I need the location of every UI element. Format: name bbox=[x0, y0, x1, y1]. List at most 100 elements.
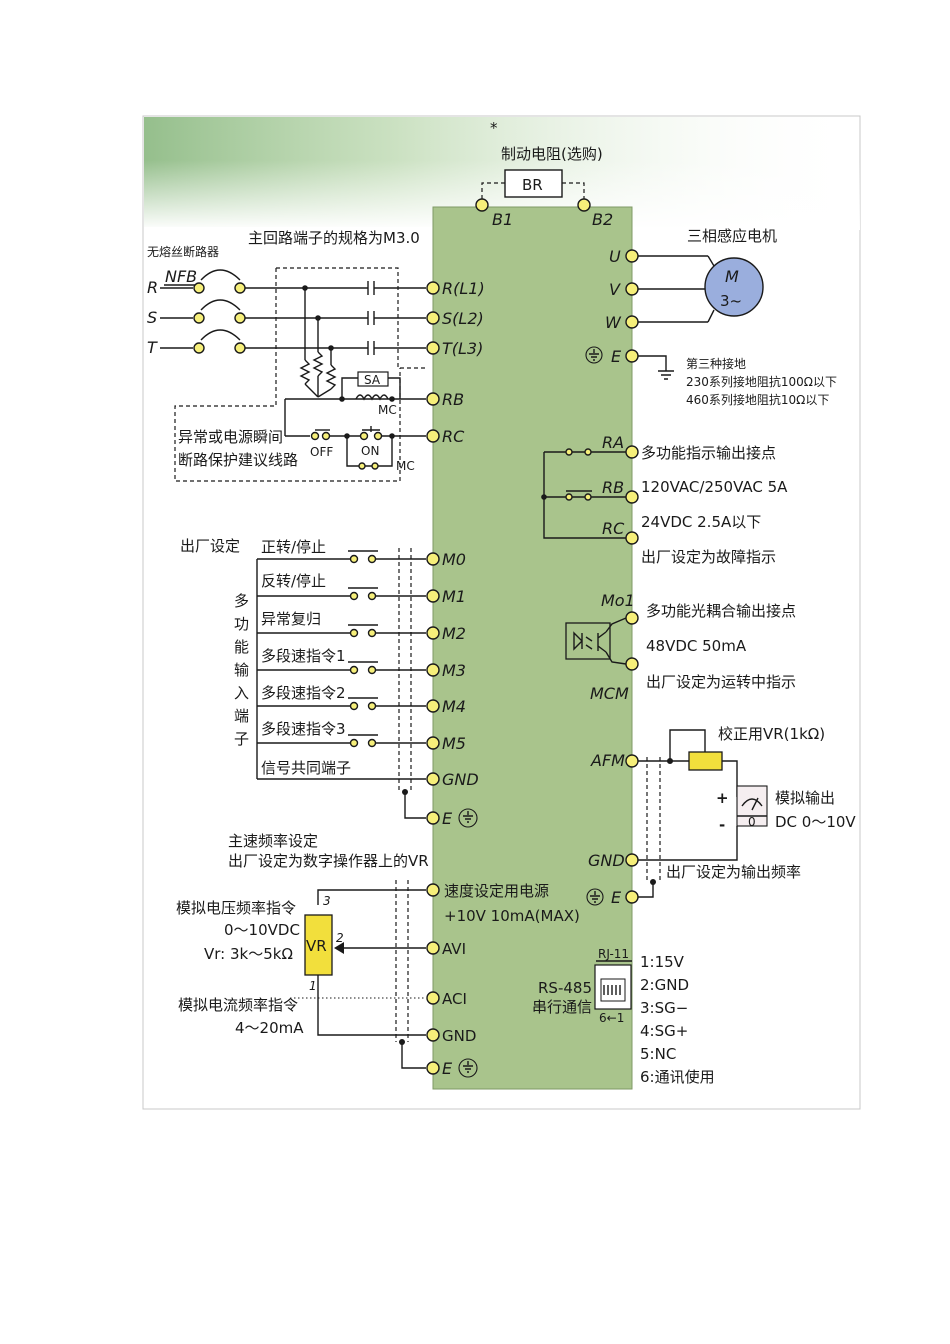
ra-contact-1 bbox=[565, 448, 573, 456]
meter-plus: + bbox=[716, 789, 729, 807]
terminal-mo1 bbox=[625, 611, 639, 625]
meter-minus: - bbox=[719, 816, 725, 834]
label-e-input: E bbox=[442, 809, 453, 828]
comm-pin-4: 4:SG+ bbox=[640, 1022, 688, 1040]
label-e-afm: E bbox=[611, 888, 622, 907]
relay-note-1: 多功能指示输出接点 bbox=[641, 444, 776, 462]
wire-afm-shield-e bbox=[638, 882, 654, 898]
on-label: ON bbox=[361, 444, 379, 458]
label-m0: M0 bbox=[442, 550, 466, 569]
input-contact-m4-1 bbox=[349, 701, 359, 711]
vr-pin-1: 1 bbox=[309, 979, 317, 993]
terminal-m1 bbox=[426, 589, 440, 603]
wire-vr-supply bbox=[317, 889, 426, 905]
sa-label: SA bbox=[364, 373, 381, 387]
ground-icon-afm-bars bbox=[590, 891, 600, 903]
terminal-m4 bbox=[426, 699, 440, 713]
input-label-m2: 异常复归 bbox=[261, 610, 321, 628]
wire-input-shield-e bbox=[404, 792, 426, 819]
input-contact-m3-2 bbox=[367, 665, 377, 675]
vertical-char-5: 入 bbox=[234, 684, 249, 702]
input-row-gnd: 信号共同端子 GND bbox=[257, 759, 479, 789]
terminal-aci bbox=[426, 991, 440, 1005]
brake-wire-left bbox=[481, 182, 505, 200]
on-contact-2 bbox=[373, 431, 383, 441]
wire-mcm bbox=[605, 651, 627, 665]
wire-vr-gnd bbox=[317, 975, 426, 1036]
ground-note-2: 230系列接地阻抗100Ω以下 bbox=[686, 374, 837, 389]
ground-icon-motor-bars bbox=[589, 349, 599, 361]
comm-pin-2: 2:GND bbox=[640, 976, 689, 994]
label-u: U bbox=[609, 247, 621, 266]
terminal-gnd-freq bbox=[426, 1028, 440, 1042]
terminal-gnd-input bbox=[426, 772, 440, 786]
input-label-m3: 多段速指令1 bbox=[261, 647, 346, 665]
comm-pin-6: 6:通讯使用 bbox=[640, 1068, 715, 1086]
afm-out-label-2: DC 0～10V bbox=[775, 813, 856, 831]
afm-out-note: 出厂设定为输出频率 bbox=[666, 863, 801, 881]
terminal-e-motor bbox=[625, 349, 639, 363]
ground-icon-motor bbox=[585, 346, 603, 364]
factory-label: 出厂设定 bbox=[180, 537, 240, 555]
wire-to-meter bbox=[722, 760, 738, 797]
wire-freq-shield-e bbox=[401, 1042, 426, 1069]
vertical-char-4: 输 bbox=[234, 661, 249, 679]
mc-coil bbox=[355, 394, 389, 401]
vertical-char-2: 功 bbox=[234, 615, 249, 633]
vr-wiper-arrow bbox=[334, 942, 344, 954]
terminal-mcm bbox=[625, 657, 639, 671]
on-contact-1 bbox=[359, 431, 369, 441]
label-m1: M1 bbox=[442, 587, 466, 606]
terminal-b1 bbox=[475, 198, 489, 212]
label-s-l2: S(L2) bbox=[442, 309, 484, 328]
phase-t-label: T bbox=[147, 338, 158, 357]
nfb-contact-t2 bbox=[234, 342, 246, 354]
input-contact-m1-2 bbox=[367, 591, 377, 601]
motor-title: 三相感应电机 bbox=[687, 227, 777, 245]
label-v: V bbox=[609, 280, 621, 299]
photo-note-3: 出厂设定为运转中指示 bbox=[646, 673, 796, 691]
terminal-ra bbox=[625, 445, 639, 459]
ground-icon-afm bbox=[586, 888, 604, 906]
ground-icon-input-bars bbox=[463, 811, 473, 823]
wire-u-b bbox=[707, 255, 715, 267]
terminal-s-l2 bbox=[426, 311, 440, 325]
photo-note-1: 多功能光耦合输出接点 bbox=[646, 602, 796, 620]
label-m3: M3 bbox=[442, 661, 466, 680]
input-contact-m3-1 bbox=[349, 665, 359, 675]
brake-title: 制动电阻(选购) bbox=[501, 145, 603, 163]
rs485-label: RS-485 bbox=[538, 979, 592, 997]
label-e-motor: E bbox=[611, 347, 622, 366]
input-label-m0: 正转/停止 bbox=[261, 538, 326, 556]
freq-vlabel-2: 0～10VDC bbox=[224, 921, 300, 939]
comm-pin-1: 1:15V bbox=[640, 953, 685, 971]
nfb-note: 无熔丝断路器 bbox=[147, 244, 219, 259]
supply-label-1: 速度设定用电源 bbox=[444, 882, 549, 900]
terminal-rb bbox=[625, 490, 639, 504]
terminal-m5 bbox=[426, 736, 440, 750]
phase-r-label: R bbox=[147, 278, 158, 297]
afm-calibration-vr bbox=[688, 751, 723, 771]
relay-note-3: 24VDC 2.5A以下 bbox=[641, 513, 761, 531]
input-row-m4: 多段速指令2 M4 bbox=[257, 684, 466, 716]
afm-out-label-1: 模拟输出 bbox=[775, 789, 835, 807]
input-row-m5: 多段速指令3 M5 bbox=[257, 720, 466, 753]
analog-meter-icon bbox=[741, 797, 763, 811]
afm-vr-note: 校正用VR(1kΩ) bbox=[718, 725, 825, 743]
surge-zigzag-2 bbox=[299, 359, 311, 385]
input-row-m0: 正转/停止 M0 bbox=[257, 538, 466, 569]
freq-vr-potentiometer bbox=[304, 914, 333, 976]
input-label-m1: 反转/停止 bbox=[261, 572, 326, 590]
label-rb: RB bbox=[602, 478, 624, 497]
input-contact-m5-2 bbox=[367, 738, 377, 748]
brake-wire-right bbox=[562, 182, 585, 200]
input-label-m5: 多段速指令3 bbox=[261, 720, 346, 738]
rj11-pin-order: 6←1 bbox=[599, 1011, 624, 1025]
mc-hold-contact-2 bbox=[371, 462, 379, 470]
freq-title-1: 主速频率设定 bbox=[228, 832, 318, 850]
label-mo1: Mo1 bbox=[601, 591, 635, 610]
off-label: OFF bbox=[310, 445, 333, 459]
label-b2: B2 bbox=[592, 210, 613, 229]
brake-br-label: BR bbox=[522, 176, 543, 194]
label-avi: AVI bbox=[442, 940, 466, 958]
